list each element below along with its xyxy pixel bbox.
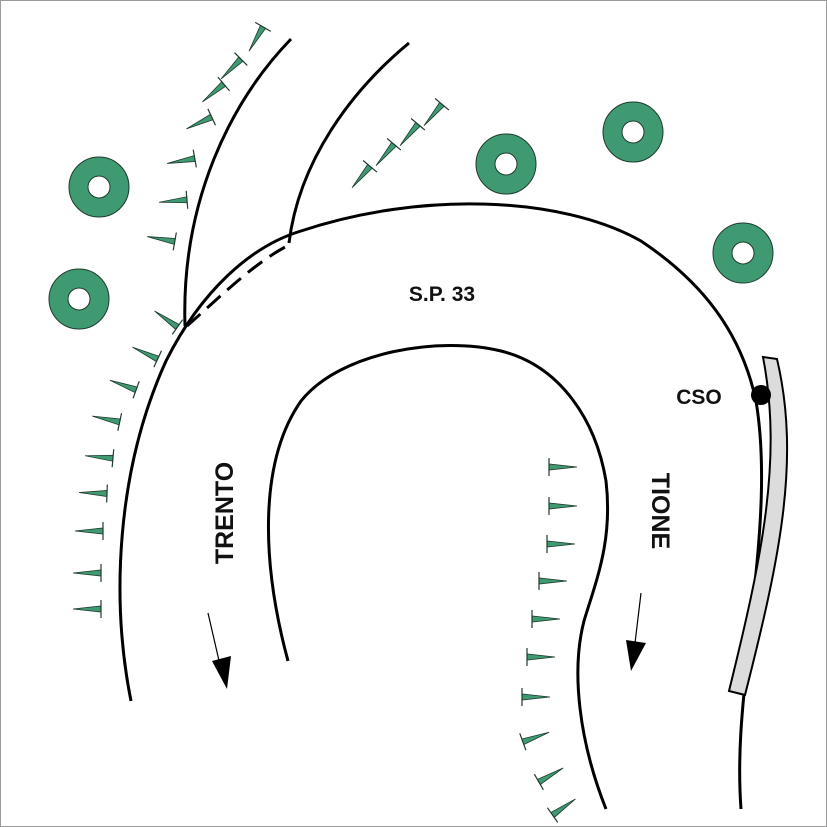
slope-tick-icon (533, 759, 569, 791)
slope-tick-icon (392, 117, 426, 153)
slope-tick-icon (127, 338, 163, 368)
tree-canopy-icon (475, 133, 537, 195)
slope-tick-icon (195, 76, 231, 110)
slope-tick-icon (72, 599, 102, 619)
arrow-down-icon (212, 656, 231, 689)
slope-tick-icon (546, 790, 582, 824)
slope-tick-icon (546, 534, 576, 554)
tree-canopy-icon (602, 101, 664, 163)
slope-tick-icon (548, 457, 578, 477)
guard-rail-barrier (727, 355, 789, 697)
direction-arrow-trento (207, 612, 231, 689)
slope-tick-icon (521, 687, 551, 707)
slope-tick-icon (519, 723, 553, 751)
slope-tick-icon (78, 482, 108, 504)
slope-tick-icon (368, 137, 402, 173)
slope-tick-icon (526, 647, 556, 667)
side-road-right (287, 41, 410, 244)
side-road-dashed-junction (186, 242, 292, 328)
cso-label: CSO (676, 386, 722, 409)
direction-label-tione: TIONE (646, 473, 674, 549)
slope-tick-icon (106, 371, 140, 399)
tree-canopy-icon (48, 268, 110, 330)
slope-tick-icon (344, 159, 378, 195)
slope-tick-icon (165, 149, 197, 173)
tree-canopy-icon (68, 156, 130, 218)
slope-tick-icon (240, 21, 272, 57)
road-name-label: S.P. 33 (409, 283, 475, 306)
slope-tick-icon (72, 563, 102, 583)
slope-tick-icon (83, 446, 115, 468)
filled-circle-icon (751, 385, 771, 405)
slope-tick-icon (145, 227, 177, 251)
slope-tick-icon (181, 108, 217, 138)
slope-tick-icon (148, 302, 184, 336)
slope-tick-icon (416, 97, 450, 133)
slope-tick-icon (538, 571, 568, 591)
side-road-left (183, 37, 293, 327)
arrow-down-icon (626, 640, 646, 671)
road-edges (118, 37, 764, 810)
slope-tick-icon (157, 190, 189, 212)
direction-label-trento: TRENTO (211, 462, 239, 564)
slope-tick-icon (214, 52, 248, 86)
road-edge-inner (266, 343, 610, 810)
slope-tick-icon (89, 406, 123, 432)
slope-tick-icon (74, 521, 104, 541)
slope-tick-icon (531, 609, 561, 629)
tree-canopy-icon (712, 222, 774, 284)
slope-tick-icon (548, 496, 578, 516)
direction-arrow-tione (626, 592, 646, 671)
